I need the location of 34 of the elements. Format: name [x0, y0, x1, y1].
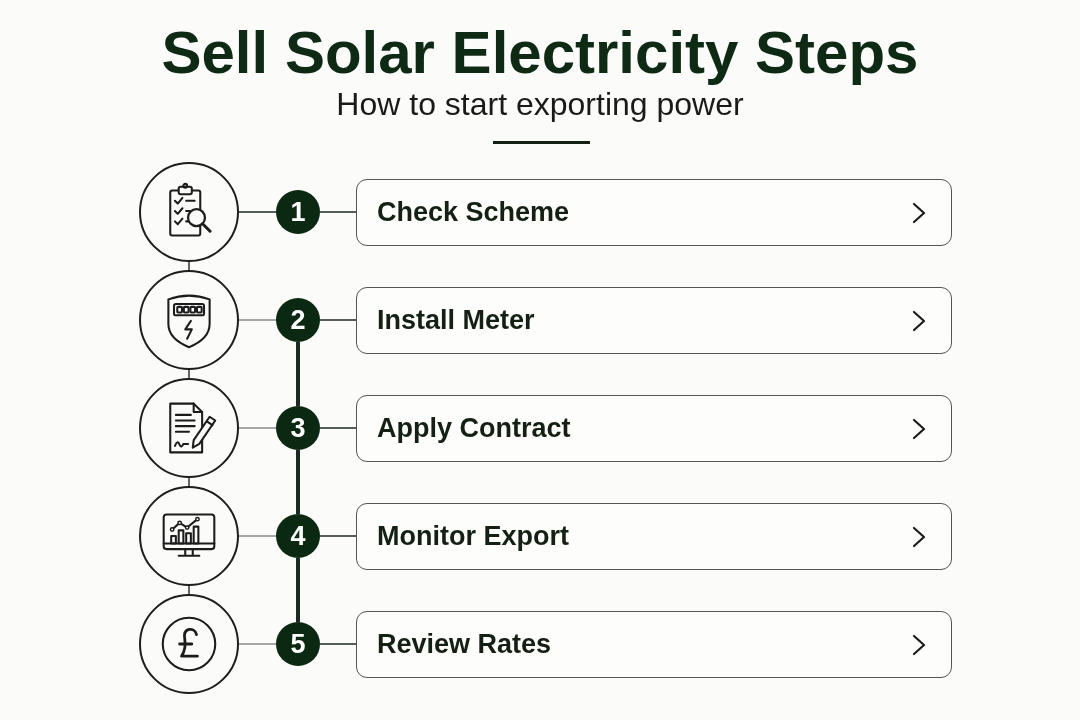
step-number-badge: 1 [276, 190, 320, 234]
step-card [356, 503, 952, 570]
connector-line [296, 342, 300, 406]
connector-line [238, 319, 277, 321]
step-title: Review Rates [377, 629, 552, 660]
step-number-badge: 3 [276, 406, 320, 450]
step-card [356, 179, 952, 246]
connector-line [296, 450, 300, 514]
connector-line [319, 319, 357, 321]
connector-line [188, 261, 190, 271]
title: Sell Solar Electricity Steps [160, 18, 920, 88]
step-number-badge: 4 [276, 514, 320, 558]
step-title: Apply Contract [377, 413, 571, 444]
step-card [356, 287, 952, 354]
connector-line [319, 535, 357, 537]
step-title: Monitor Export [377, 521, 569, 552]
connector-line [188, 585, 190, 595]
connector-line [238, 211, 277, 213]
step-title: Install Meter [377, 305, 535, 336]
connector-line [238, 643, 277, 645]
step-number-badge: 5 [276, 622, 320, 666]
connector-line [188, 477, 190, 487]
connector-line [319, 643, 357, 645]
connector-line [188, 369, 190, 379]
step-title: Check Scheme [377, 197, 570, 228]
subtitle: How to start exporting power [335, 85, 745, 123]
step-card [356, 395, 952, 462]
connector-line [319, 211, 357, 213]
connector-line [238, 535, 277, 537]
connector-line [319, 427, 357, 429]
step-card [356, 611, 952, 678]
connector-line [238, 427, 277, 429]
connector-line [296, 558, 300, 622]
step-number-badge: 2 [276, 298, 320, 342]
